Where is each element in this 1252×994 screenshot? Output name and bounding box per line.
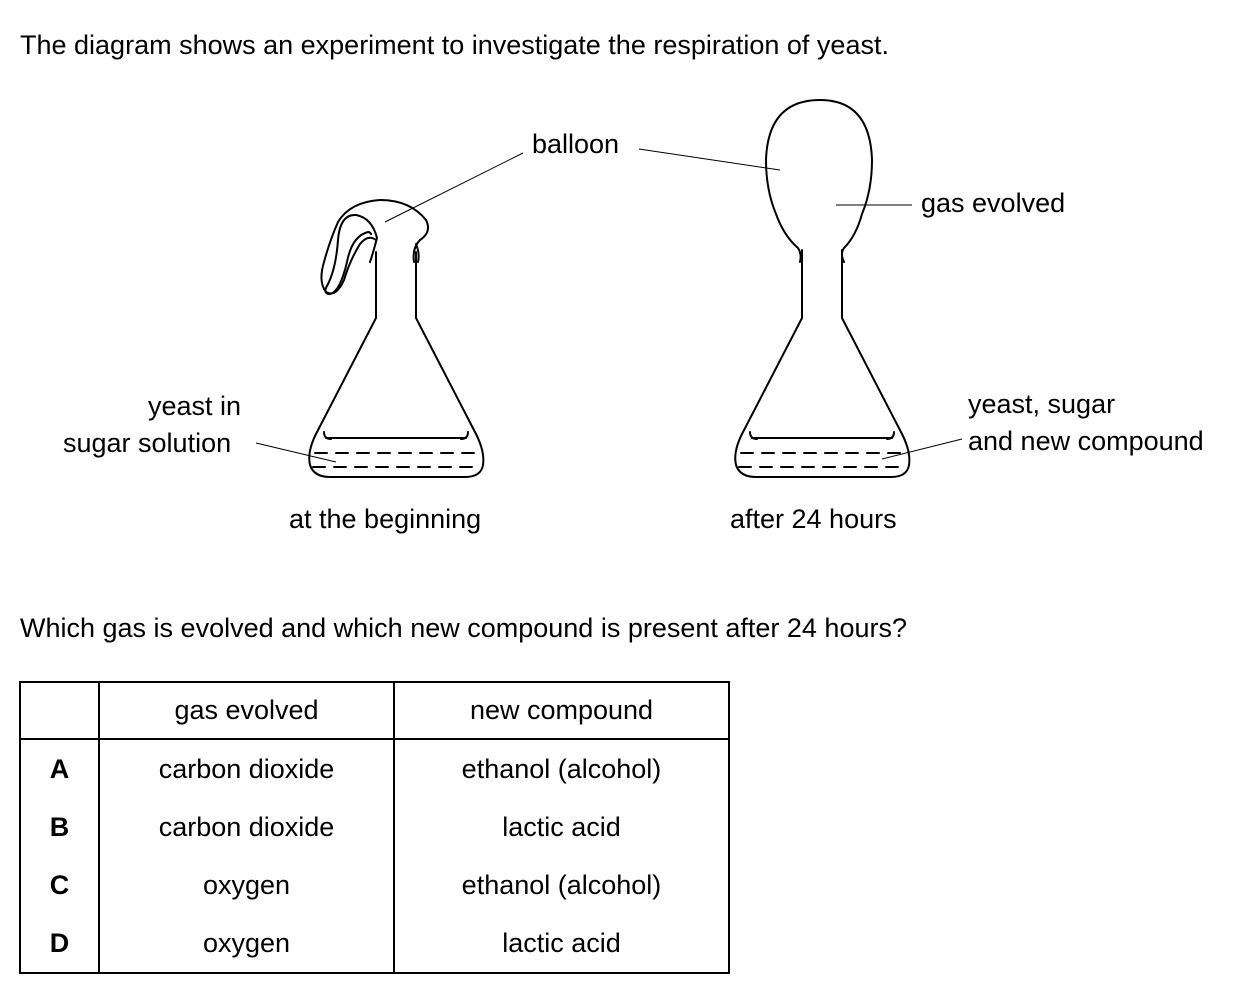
option-compound: ethanol (alcohol) xyxy=(393,739,730,798)
balloon-inflated xyxy=(765,99,873,271)
header-gas-evolved: gas evolved xyxy=(98,681,395,740)
table-header-row: gas evolved new compound xyxy=(19,681,730,740)
intro-text: The diagram shows an experiment to inves… xyxy=(20,30,889,60)
label-yeast-sugar: yeast, sugar xyxy=(968,389,1116,419)
yeast-experiment-diagram xyxy=(255,99,963,478)
option-letter: A xyxy=(19,739,100,798)
caption-after: after 24 hours xyxy=(730,504,897,534)
option-compound: lactic acid xyxy=(393,798,730,856)
option-gas: carbon dioxide xyxy=(98,798,395,856)
option-letter: D xyxy=(19,914,100,974)
option-row-b: B carbon dioxide lactic acid xyxy=(19,798,730,856)
option-row-c: C oxygen ethanol (alcohol) xyxy=(19,856,730,914)
option-compound: ethanol (alcohol) xyxy=(393,856,730,914)
option-gas: oxygen xyxy=(98,914,395,974)
label-balloon: balloon xyxy=(532,129,620,159)
header-blank xyxy=(19,681,100,740)
label-new-compound: and new compound xyxy=(968,426,1204,456)
option-row-d: D oxygen lactic acid xyxy=(19,914,730,974)
yeast-solution-leader xyxy=(255,442,337,463)
label-gas-evolved: gas evolved xyxy=(921,188,1066,218)
label-sugar-solution: sugar solution xyxy=(63,428,232,458)
option-row-a: A carbon dioxide ethanol (alcohol) xyxy=(19,739,730,798)
option-compound: lactic acid xyxy=(393,914,730,974)
new-compound-leader xyxy=(881,438,963,460)
label-yeast-in: yeast in xyxy=(148,391,242,421)
flask-beginning xyxy=(308,251,485,478)
balloon-leader-left xyxy=(384,152,524,223)
option-gas: carbon dioxide xyxy=(98,739,395,798)
answer-options-table: gas evolved new compound A carbon dioxid… xyxy=(19,681,730,974)
option-letter: B xyxy=(19,798,100,856)
balloon-deflated xyxy=(320,199,429,295)
balloon-leader-right xyxy=(638,148,781,171)
header-new-compound: new compound xyxy=(393,681,730,740)
option-gas: oxygen xyxy=(98,856,395,914)
flask-after xyxy=(734,251,911,478)
caption-beginning: at the beginning xyxy=(289,504,482,534)
option-letter: C xyxy=(19,856,100,914)
question-prompt: Which gas is evolved and which new compo… xyxy=(20,613,907,643)
